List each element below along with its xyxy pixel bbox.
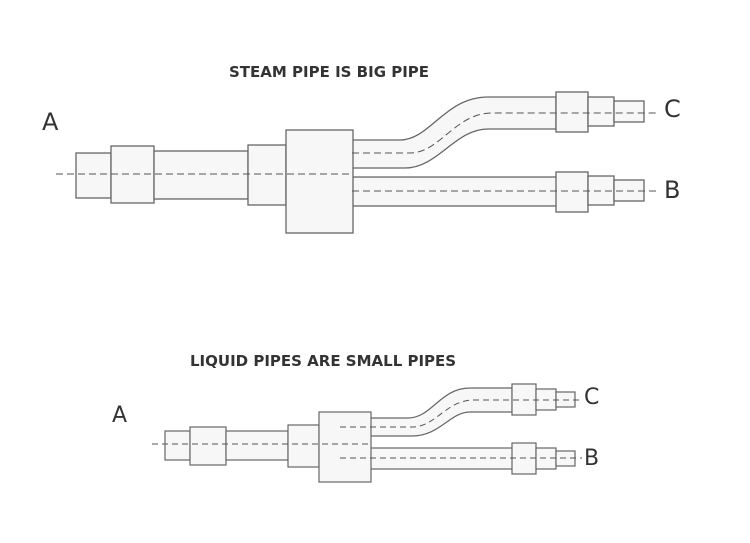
steam-centerline-upper — [352, 112, 658, 154]
steam-main-pipe — [153, 150, 249, 200]
diagram-title-liquid: LIQUID PIPES ARE SMALL PIPES — [190, 352, 457, 370]
liquid-inlet-coupling — [189, 426, 227, 466]
label-c-steam: C — [664, 95, 681, 123]
label-c-liquid: C — [584, 385, 600, 410]
steam-upper-end-stub — [613, 100, 645, 123]
liquid-upper-branch-pipe — [369, 387, 513, 437]
label-b-liquid: B — [584, 446, 600, 471]
diagram-title-steam: STEAM PIPE IS BIG PIPE — [229, 63, 430, 81]
label-a-liquid: A — [112, 403, 128, 428]
liquid-inlet-stub — [164, 430, 191, 461]
liquid-reducer-collar — [287, 424, 320, 468]
steam-tee-body — [285, 129, 354, 234]
liquid-tee-body — [318, 411, 372, 483]
label-a-steam: A — [42, 108, 59, 136]
steam-lower-coupling — [555, 171, 589, 213]
liquid-main-pipe — [225, 430, 289, 461]
liquid-centerline-upper — [340, 399, 582, 428]
steam-reducer-collar — [247, 144, 287, 206]
label-b-steam: B — [664, 176, 681, 204]
steam-upper-coupling — [555, 91, 589, 133]
steam-upper-reducer — [587, 96, 615, 127]
